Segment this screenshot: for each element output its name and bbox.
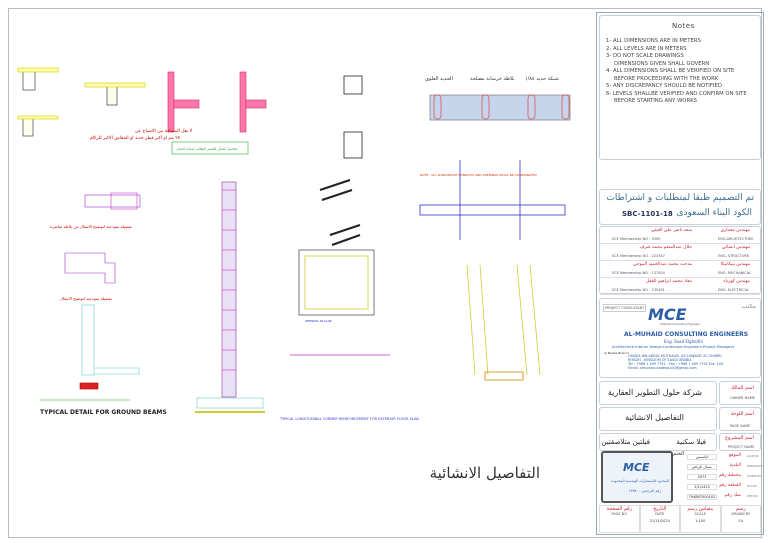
- ground-beam-detail: [40, 192, 141, 401]
- owner-label: OWNER NAME: [730, 396, 755, 400]
- misc-details: [290, 75, 571, 381]
- code-box: تم التصميم طبقا لمتطلبات و اشتراطات الكو…: [599, 189, 761, 225]
- consultant-branch: Al Badea Branch :: [604, 351, 631, 355]
- mce-logo: MCE: [648, 305, 687, 324]
- note-1: 1- ALL DIMENSIONS ARE IN METERS: [606, 38, 701, 44]
- owner-value: شركة حلول التطوير العقارية: [607, 388, 702, 397]
- drawing-area: الحديد العلوي بلاطة خرسانة مصلحة شبكة حد…: [17, 67, 571, 482]
- consultant-label: PROJECT CONSULTANT: [603, 304, 647, 312]
- wall-detail-title: تفاصيل اتصال الجسر الطالب امتداد الجدار: [175, 147, 238, 151]
- spacing-note-2: ٢٥ مم او اكبر قطر حديد او المقاس الاكبر …: [90, 135, 181, 141]
- logo-subtitle: Al-Muhaid Consulting Engineers: [660, 323, 700, 326]
- consultant-address: HAMZA IBN ABDUL MUTHALIB, AS SUWAIDY AL …: [628, 354, 724, 370]
- sheet-title: التفاصيل الانشائية: [430, 464, 540, 482]
- opening-label: OPENING IN SLAB: [305, 319, 332, 323]
- footing-detail-title: تفصيلة نموذجية لتوضيح الانتقال: [60, 296, 112, 301]
- beam-section-details: [17, 67, 267, 155]
- hordi-label-1: الحديد العلوي: [425, 76, 453, 82]
- page-name-value: التفاصيل الانشائية: [625, 413, 684, 422]
- consultant-name: AL-MUHAID CONSULTING ENGINEERS: [624, 331, 749, 338]
- note-box: NOTE : ALL SUBSURFACE CONDUITS AND OPENI…: [420, 173, 538, 177]
- notes-box: Notes 1- ALL DIMENSIONS ARE IN METERS 2-…: [599, 15, 761, 160]
- hordi-label-3: شبكة حديد ١/٨٤: [525, 76, 559, 82]
- note-6: 6- LEVELS SHALLBE VERIFIED AND CONFIRM O…: [606, 90, 747, 97]
- consultant-services: Architecture-Interior Design-Landscape-E…: [612, 345, 735, 349]
- note-6b: BEFORE STARTING ANY WORKS: [614, 98, 697, 104]
- note-5: 5- ANY DISCREPANCY SHOULD BE NOTIFIED: [606, 83, 722, 89]
- notes-title: Notes: [672, 22, 695, 30]
- stamp-title: الختم: [673, 451, 684, 457]
- page-name-value-cell: التفاصيل الانشائية: [599, 407, 717, 431]
- note-4b: BEFORE PROCEEDING WITH THE WORK: [614, 75, 719, 82]
- page-name-label: PAGE NAME: [730, 424, 751, 428]
- consultant-engineer: Eng. Saad Elghaithi: [664, 339, 703, 344]
- slab-detail-title: تفصيلة نموذجية لتوضيح الانتقال من بلاطة …: [50, 224, 132, 229]
- slab-corner-label: TYPICAL LONGITUDINAL CORNER REINFORCEMEN…: [279, 417, 419, 421]
- note-2: 2- ALL LEVELS ARE IN METERS: [606, 45, 687, 52]
- notes-list: 1- ALL DIMENSIONS ARE IN METERS 2- ALL L…: [606, 38, 747, 106]
- project-value-cell: فيلا سكنية فيلتين متلاصقتين: [599, 433, 717, 451]
- code-line-1: تم التصميم طبقا لمتطلبات و اشتراطات: [606, 193, 754, 203]
- code-number: SBC-1101-18: [622, 210, 673, 218]
- column-elevation: [195, 181, 265, 413]
- project-value-1: فيلا سكنية: [676, 438, 706, 446]
- ground-beams-title: TYPICAL DETAIL FOR GROUND BEAMS: [40, 409, 167, 416]
- note-4: 4- ALL DIMENSIONS SHALL BE VERIFIED ON S…: [606, 68, 735, 74]
- hordi-label-2: بلاطة خرسانة مصلحة: [470, 76, 514, 82]
- code-line-2: الكود البناء السعودى: [676, 208, 752, 218]
- project-value-2: فيلتين متلاصقتين: [601, 438, 650, 446]
- project-label: PROJECT NAME: [728, 445, 755, 449]
- note-3b: DIMENSIONS GIVEN SHALL GOVERN: [614, 60, 710, 67]
- spacing-note-1: لا يقل المسافة بين الاسياخ عن: [135, 129, 193, 134]
- owner-value-cell: شركة حلول التطوير العقارية: [599, 381, 717, 405]
- stamp: MCE المحدود للاستشارات الهندسية المحدودة…: [601, 451, 673, 503]
- consultant-box: PROJECT CONSULTANT مكتب MCE Al-Muhaid Co…: [599, 298, 761, 378]
- title-block: Notes 1- ALL DIMENSIONS ARE IN METERS 2-…: [596, 12, 764, 535]
- sheet-frame: [8, 8, 762, 538]
- consultant-label-ar: مكتب: [741, 303, 756, 310]
- note-3: 3- DO NOT SCALE DRAWINGS: [606, 53, 684, 59]
